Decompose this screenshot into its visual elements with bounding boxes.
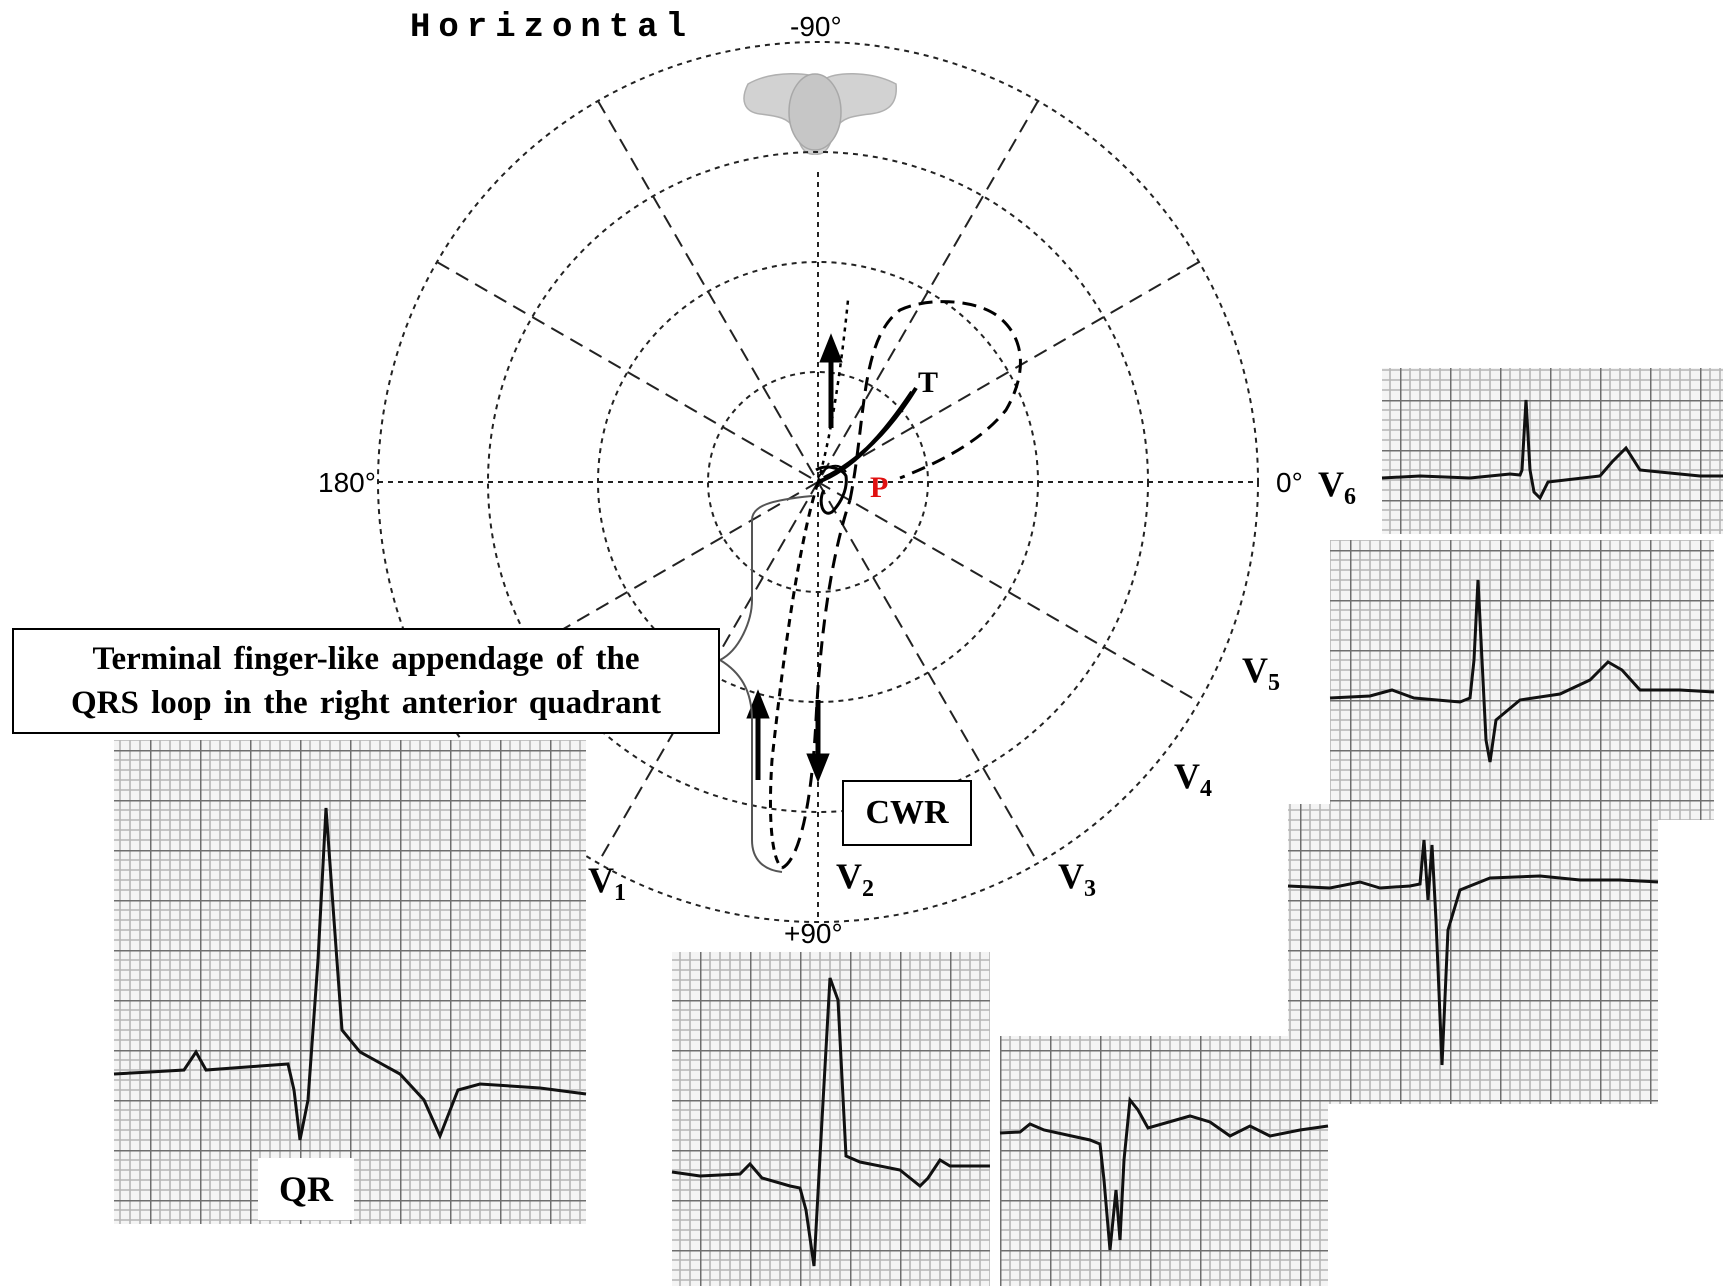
diagram-title: Horizontal bbox=[410, 9, 694, 47]
torso-silhouette-icon bbox=[743, 73, 897, 155]
callout-line-1: Terminal finger-like appendage of the bbox=[92, 641, 640, 677]
direction-arrows bbox=[746, 333, 843, 783]
qr-label: QR bbox=[258, 1158, 354, 1220]
lead-label-v1: V1 bbox=[588, 860, 626, 906]
qrs-loop-return bbox=[816, 299, 850, 483]
t-loop-label: T bbox=[918, 366, 938, 399]
t-loop bbox=[817, 386, 918, 484]
arrow-up-icon bbox=[819, 333, 843, 428]
qrs-loop-efferent bbox=[768, 481, 820, 870]
angle-label-left: 180° bbox=[318, 467, 376, 498]
arrow-up-icon bbox=[746, 689, 770, 780]
lead-label-v6: V6 bbox=[1318, 464, 1356, 510]
ecg-strip-v4 bbox=[1287, 804, 1659, 1104]
cwr-label: CWR bbox=[842, 780, 972, 846]
brace-icon bbox=[717, 495, 813, 873]
axis-120 bbox=[597, 100, 1039, 864]
angle-label-right: 0° bbox=[1276, 467, 1303, 498]
lead-label-v2: V2 bbox=[836, 856, 874, 902]
arrow-down-icon bbox=[806, 700, 830, 783]
lead-label-v3: V3 bbox=[1058, 856, 1096, 902]
p-loop-label: P bbox=[870, 471, 888, 504]
angle-label-bottom: +90° bbox=[784, 918, 843, 949]
axis-150 bbox=[436, 261, 1200, 703]
lead-label-v5: V5 bbox=[1242, 650, 1280, 696]
ecg-strip-v6 bbox=[1381, 368, 1723, 534]
lead-label-v4: V4 bbox=[1174, 756, 1212, 802]
ecg-strip-v1 bbox=[113, 740, 587, 1224]
ecg-strip-v3 bbox=[999, 1036, 1329, 1286]
ecg-strip-v2 bbox=[671, 952, 990, 1286]
qrs-loop-upper bbox=[848, 300, 1022, 501]
angle-label-top: -90° bbox=[790, 11, 842, 42]
axis-60 bbox=[597, 100, 1039, 864]
initial-loop bbox=[817, 464, 847, 479]
terminal-appendage-callout: Terminal finger-like appendage of the QR… bbox=[12, 628, 720, 734]
callout-line-2: QRS loop in the right anterior quadrant bbox=[71, 685, 661, 721]
p-loop bbox=[815, 465, 848, 515]
ecg-strip-v5 bbox=[1329, 540, 1715, 820]
